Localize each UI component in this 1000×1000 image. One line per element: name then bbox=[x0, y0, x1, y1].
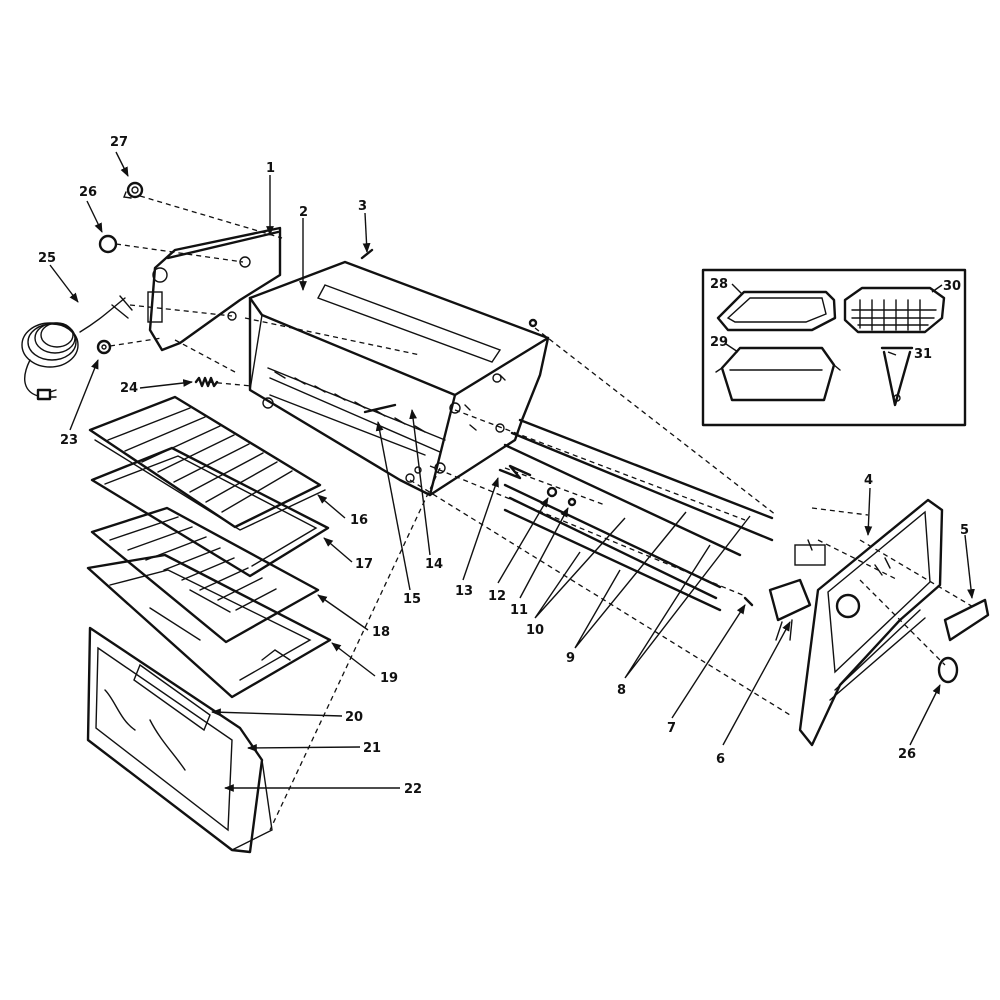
part-23-grommet bbox=[96, 339, 112, 355]
label-24: 24 bbox=[120, 381, 138, 396]
part-12-washer bbox=[546, 486, 558, 498]
label-28: 28 bbox=[710, 277, 728, 292]
part-2-cabinet bbox=[248, 260, 550, 497]
part-16-wire-rack bbox=[88, 395, 326, 531]
part-18-broil-rack bbox=[90, 506, 320, 644]
label-16: 16 bbox=[350, 513, 368, 528]
label-3: 3 bbox=[358, 199, 367, 214]
label-26-left: 26 bbox=[79, 185, 97, 200]
part-26-knob-left bbox=[98, 234, 118, 254]
label-27: 27 bbox=[110, 135, 128, 150]
part-24-spring bbox=[194, 376, 219, 388]
part-30-broil-grid bbox=[843, 286, 946, 334]
label-14: 14 bbox=[425, 557, 443, 572]
label-8: 8 bbox=[617, 683, 626, 698]
label-4: 4 bbox=[864, 473, 873, 488]
label-29: 29 bbox=[710, 335, 728, 350]
part-31-tongs bbox=[880, 346, 914, 407]
leader-lines bbox=[49, 151, 975, 792]
label-15: 15 bbox=[403, 592, 421, 607]
label-25: 25 bbox=[38, 251, 56, 266]
label-31: 31 bbox=[914, 347, 932, 362]
label-2: 2 bbox=[299, 205, 308, 220]
part-27-nut bbox=[123, 181, 144, 199]
accessories-inset bbox=[701, 268, 967, 427]
part-5-handle bbox=[943, 598, 990, 642]
label-22: 22 bbox=[404, 782, 422, 797]
part-17-crumb-tray bbox=[90, 446, 330, 578]
part-28-baking-pan bbox=[716, 290, 837, 332]
part-6-switch bbox=[768, 539, 826, 641]
part-26-knob-right bbox=[937, 656, 959, 684]
inset-frame bbox=[701, 268, 967, 427]
part-11-washer bbox=[567, 497, 577, 507]
part-29-roasting-pan bbox=[715, 346, 841, 402]
label-5: 5 bbox=[960, 523, 969, 538]
label-9: 9 bbox=[566, 651, 575, 666]
part-8-rods bbox=[503, 418, 774, 612]
label-11: 11 bbox=[510, 603, 528, 618]
part-4-control-panel bbox=[798, 498, 944, 747]
label-17: 17 bbox=[355, 557, 373, 572]
part-25-power-cord bbox=[21, 295, 133, 401]
label-10: 10 bbox=[526, 623, 544, 638]
label-1: 1 bbox=[266, 161, 275, 176]
label-20: 20 bbox=[345, 710, 363, 725]
label-13: 13 bbox=[455, 584, 473, 599]
part-7-screw bbox=[743, 596, 754, 607]
part-labels: 27 26 25 23 1 2 3 24 16 17 18 19 20 21 2… bbox=[38, 135, 969, 797]
assembly-lines bbox=[109, 195, 976, 831]
part-1-side-panel bbox=[147, 226, 282, 352]
label-12: 12 bbox=[488, 589, 506, 604]
label-19: 19 bbox=[380, 671, 398, 686]
label-21: 21 bbox=[363, 741, 381, 756]
part-19-drip-pan bbox=[86, 553, 332, 699]
label-18: 18 bbox=[372, 625, 390, 640]
label-26-right: 26 bbox=[898, 747, 916, 762]
label-30: 30 bbox=[943, 279, 961, 294]
label-7: 7 bbox=[667, 721, 676, 736]
part-22-door bbox=[86, 626, 273, 854]
part-screw-cabinet bbox=[528, 318, 538, 328]
label-6: 6 bbox=[716, 752, 725, 767]
label-23: 23 bbox=[60, 433, 78, 448]
